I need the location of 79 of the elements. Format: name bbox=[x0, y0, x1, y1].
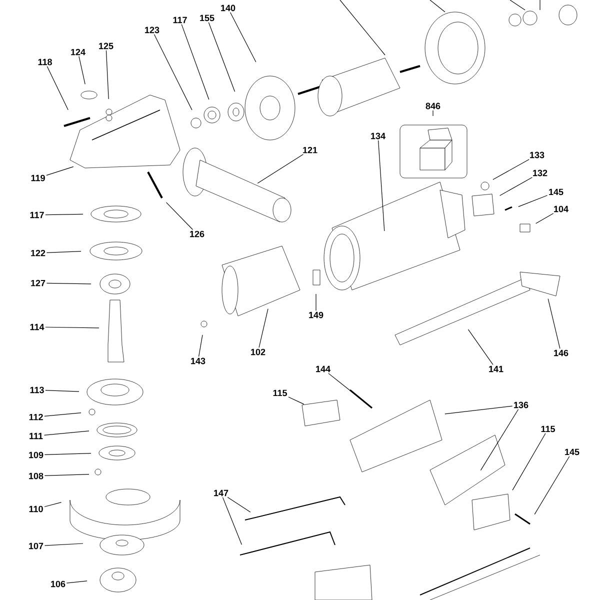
callout-number: 146 bbox=[554, 350, 568, 356]
callout-number: 155 bbox=[200, 14, 214, 22]
callout-number: 127 bbox=[31, 280, 46, 286]
callout-number: 122 bbox=[31, 250, 46, 256]
leader-line bbox=[154, 34, 192, 110]
callout-number: 134 bbox=[371, 132, 386, 140]
callout-number: 141 bbox=[489, 366, 504, 372]
callout-number: 107 bbox=[29, 542, 44, 550]
callout-number: 102 bbox=[251, 348, 266, 356]
leader-line bbox=[257, 154, 304, 184]
leader-line bbox=[328, 373, 366, 403]
callout-number: 123 bbox=[145, 26, 160, 34]
leader-line bbox=[44, 502, 62, 508]
callout-number: 109 bbox=[29, 452, 44, 458]
callout-number: 145 bbox=[565, 448, 580, 456]
leader-line bbox=[518, 195, 548, 207]
leader-line bbox=[45, 390, 80, 392]
leader-line bbox=[536, 213, 554, 224]
leader-line bbox=[44, 543, 84, 546]
leader-line bbox=[492, 159, 530, 180]
callout-number: 112 bbox=[29, 414, 43, 420]
leader-line bbox=[208, 22, 236, 92]
leader-line bbox=[378, 140, 385, 232]
leader-line bbox=[166, 202, 194, 230]
leader-line bbox=[46, 166, 74, 176]
callout-number: 145 bbox=[549, 188, 564, 196]
callout-number: 846 bbox=[426, 102, 440, 110]
callout-number: 133 bbox=[530, 152, 544, 158]
callout-number: 104 bbox=[554, 206, 568, 212]
leader-line bbox=[222, 497, 242, 545]
leader-line bbox=[512, 433, 546, 490]
leader-line bbox=[230, 12, 256, 62]
leader-line bbox=[44, 412, 82, 417]
leader-line bbox=[44, 430, 90, 436]
leader-line bbox=[106, 50, 109, 100]
leader-line bbox=[78, 56, 86, 84]
callout-number: 126 bbox=[190, 230, 204, 238]
leader-line bbox=[227, 497, 251, 512]
callout-number: 117 bbox=[30, 212, 44, 218]
callout-number: 149 bbox=[309, 312, 324, 318]
callout-number: 132 bbox=[533, 170, 548, 176]
callout-number: 114 bbox=[30, 324, 44, 330]
leader-line bbox=[45, 326, 100, 328]
leader-line bbox=[432, 110, 434, 116]
callout-number: 119 bbox=[31, 174, 45, 182]
leader-line bbox=[45, 214, 84, 216]
leader-line bbox=[181, 24, 210, 100]
leader-line bbox=[66, 580, 88, 584]
leader-line bbox=[548, 298, 560, 349]
callout-number: 147 bbox=[214, 490, 228, 496]
callout-number: 143 bbox=[191, 358, 206, 364]
callout-number: 108 bbox=[29, 472, 44, 480]
leader-line bbox=[444, 406, 513, 414]
leader-line bbox=[288, 396, 304, 404]
leader-line bbox=[46, 282, 92, 284]
callout-number: 115 bbox=[541, 426, 555, 432]
callout-number: 110 bbox=[29, 506, 43, 512]
callout-number: 117 bbox=[173, 16, 187, 24]
callout-number: 115 bbox=[273, 390, 287, 396]
leader-line bbox=[500, 177, 532, 196]
leader-line bbox=[198, 334, 203, 357]
leader-line bbox=[534, 456, 570, 515]
leader-line bbox=[44, 453, 92, 456]
callout-number: 121 bbox=[303, 146, 318, 154]
callout-number: 113 bbox=[30, 386, 44, 394]
callout-number: 118 bbox=[38, 58, 52, 66]
leader-line bbox=[468, 329, 494, 365]
leader-line bbox=[258, 308, 268, 348]
callout-number: 144 bbox=[316, 366, 330, 372]
callout-number: 106 bbox=[51, 580, 66, 588]
leader-line bbox=[46, 66, 68, 110]
callout-number: 140 bbox=[221, 4, 236, 12]
callout-number: 125 bbox=[99, 42, 114, 50]
leader-line bbox=[46, 251, 82, 253]
leader-line bbox=[44, 474, 90, 476]
callout-number: 124 bbox=[71, 48, 86, 56]
callout-number: 136 bbox=[514, 402, 528, 408]
leader-line bbox=[480, 409, 519, 471]
callout-number: 111 bbox=[30, 432, 43, 440]
